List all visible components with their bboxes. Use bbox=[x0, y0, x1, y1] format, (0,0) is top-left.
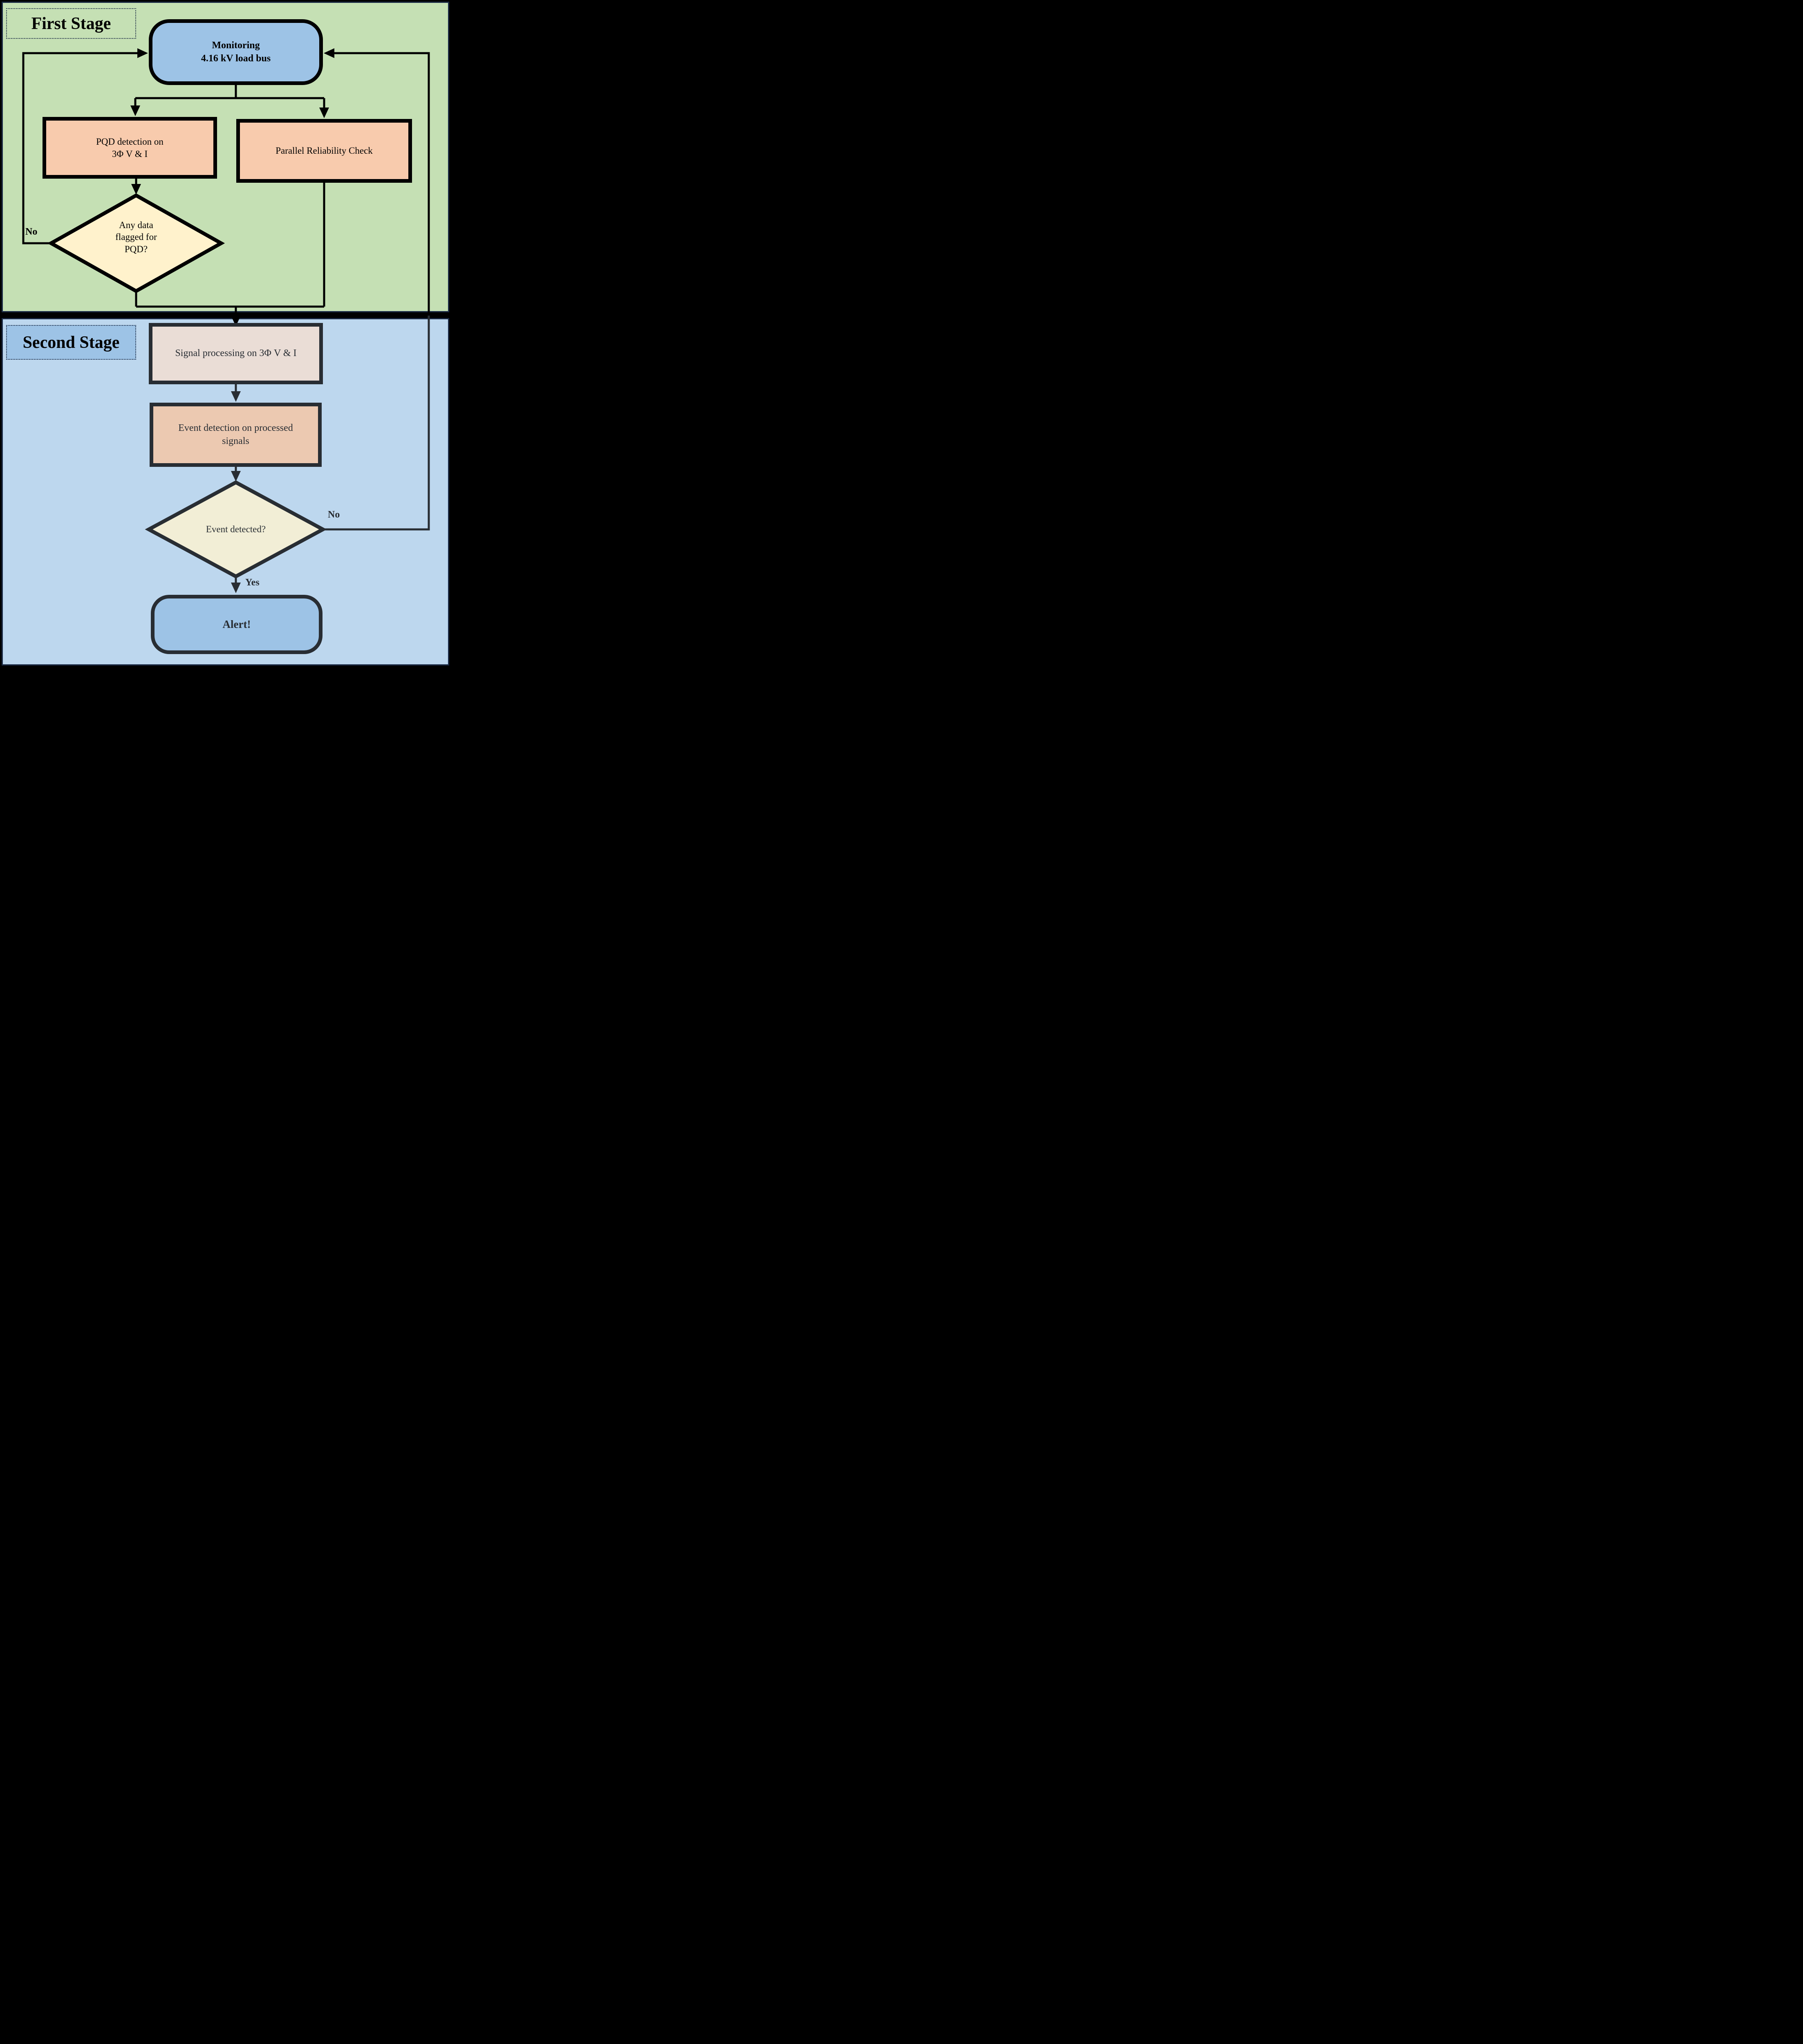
node-event-detection: Event detection on processed signals bbox=[150, 403, 322, 467]
flowchart-canvas: First Stage Second Stage Monitoring 4.16… bbox=[0, 0, 451, 667]
edge-label-event-yes: Yes bbox=[245, 577, 260, 588]
pqd-detection-line1: PQD detection on bbox=[96, 136, 164, 147]
node-signal-processing: Signal processing on 3Φ V & I bbox=[149, 323, 323, 384]
event-decision-label: Event detected? bbox=[206, 524, 266, 534]
pqd-detection-line2: 3Φ V & I bbox=[112, 148, 148, 159]
event-detection-line2: signals bbox=[222, 435, 249, 446]
node-pqd-detection: PQD detection on 3Φ V & I bbox=[43, 117, 217, 179]
first-stage-title: First Stage bbox=[6, 8, 136, 39]
pqd-decision-text: Any data flagged for PQD? bbox=[87, 219, 185, 255]
parallel-check-label: Parallel Reliability Check bbox=[275, 146, 373, 156]
node-parallel-reliability-check: Parallel Reliability Check bbox=[236, 119, 412, 183]
edge-label-event-no: No bbox=[328, 509, 340, 520]
node-monitoring: Monitoring 4.16 kV load bus bbox=[149, 19, 323, 85]
alert-label: Alert! bbox=[222, 618, 251, 630]
event-detection-line1: Event detection on processed bbox=[178, 423, 293, 434]
monitoring-line2: 4.16 kV load bus bbox=[201, 53, 271, 64]
monitoring-line1: Monitoring bbox=[212, 40, 260, 51]
pqd-decision-line3: PQD? bbox=[124, 244, 148, 254]
pqd-decision-line2: flagged for bbox=[115, 232, 157, 242]
event-decision-text: Event detected? bbox=[187, 523, 285, 535]
second-stage-title: Second Stage bbox=[6, 325, 136, 360]
pqd-decision-line1: Any data bbox=[119, 220, 153, 230]
node-alert: Alert! bbox=[151, 595, 323, 654]
second-stage-title-text: Second Stage bbox=[22, 333, 120, 352]
stage-divider-bar bbox=[0, 312, 451, 318]
signal-processing-label: Signal processing on 3Φ V & I bbox=[175, 348, 297, 359]
first-stage-title-text: First Stage bbox=[31, 14, 111, 33]
edge-label-pqd-no: No bbox=[25, 226, 38, 237]
